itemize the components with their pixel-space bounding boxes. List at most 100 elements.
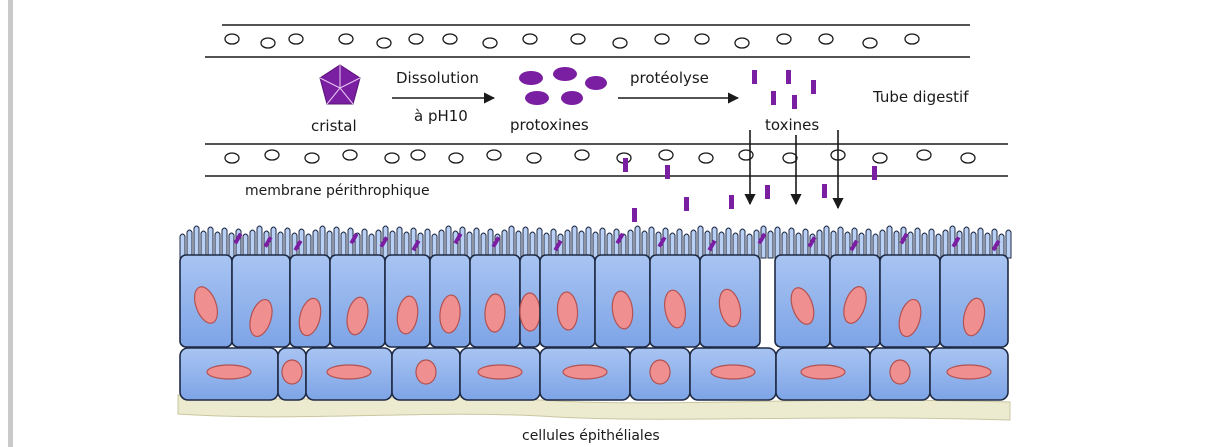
microvillus (439, 230, 444, 258)
microvillus (768, 231, 773, 258)
microvillus (509, 226, 514, 258)
label-proteolyse: protéolyse (630, 69, 709, 87)
microvillus (943, 230, 948, 258)
microvillus (194, 226, 199, 258)
label-cristal: cristal (311, 117, 357, 135)
pore-circle (739, 150, 753, 160)
microvillus (740, 229, 745, 258)
pore-circle (411, 150, 425, 160)
microvillus (1006, 230, 1011, 258)
pore-circle (483, 38, 497, 48)
microvillus (663, 228, 668, 258)
microvillus (649, 227, 654, 258)
microvillus (628, 230, 633, 258)
nucleus (520, 293, 541, 331)
microvillus (579, 231, 584, 258)
pore-circle (571, 34, 585, 44)
pore-circle (777, 34, 791, 44)
pore-circle (225, 153, 239, 163)
pore-circle (783, 153, 797, 163)
nucleus (478, 365, 522, 379)
microvillus (390, 231, 395, 258)
toxin-rod-icon (752, 70, 816, 109)
microvillus (446, 226, 451, 258)
nucleus (416, 360, 436, 384)
microvillus (887, 226, 892, 258)
microvillus (537, 228, 542, 258)
microvillus (530, 232, 535, 258)
basal-cells (180, 348, 1008, 400)
nucleus (327, 365, 371, 379)
pore-circle (961, 153, 975, 163)
microvillus (488, 229, 493, 258)
pore-circle (917, 150, 931, 160)
microvillus (929, 229, 934, 258)
microvillus (376, 230, 381, 258)
microvillus (719, 232, 724, 258)
microvillus (250, 230, 255, 258)
columnar-cells (180, 255, 1008, 347)
microvillus (894, 231, 899, 258)
pore-circle (905, 34, 919, 44)
microvillus (180, 234, 185, 258)
pore-circle (265, 150, 279, 160)
nucleus (801, 365, 845, 379)
microvillus (271, 227, 276, 258)
microvillus (474, 228, 479, 258)
microvilli-border (180, 226, 1011, 258)
pore-circle (225, 34, 239, 44)
label-cellules: cellules épithéliales (522, 428, 660, 444)
pore-circle (343, 150, 357, 160)
microvillus (908, 232, 913, 258)
microvillus (789, 228, 794, 258)
pore-circle (655, 34, 669, 44)
microvillus (551, 229, 556, 258)
pore-circle (863, 38, 877, 48)
microvillus (320, 226, 325, 258)
microvillus (964, 227, 969, 258)
pore-circle (819, 34, 833, 44)
microvillus (467, 232, 472, 258)
microvillus (516, 231, 521, 258)
crystal-pentagon-icon (320, 65, 360, 104)
microvillus (754, 230, 759, 258)
microvillus (334, 227, 339, 258)
microvillus (586, 227, 591, 258)
pore-circle (289, 34, 303, 44)
microvillus (642, 231, 647, 258)
membrane-pores-bottom (225, 150, 975, 163)
nucleus (947, 365, 991, 379)
label-membrane: membrane périthrophique (245, 183, 430, 199)
microvillus (838, 227, 843, 258)
microvillus (278, 232, 283, 258)
microvillus (866, 229, 871, 258)
microvillus (572, 226, 577, 258)
membrane-pores-top (225, 34, 919, 48)
microvillus (222, 228, 227, 258)
microvillus (327, 231, 332, 258)
pore-circle (449, 153, 463, 163)
nucleus (890, 360, 910, 384)
label-tube-digestif: Tube digestif (872, 88, 969, 106)
microvillus (215, 232, 220, 258)
microvillus (593, 232, 598, 258)
nucleus (563, 365, 607, 379)
microvillus (782, 232, 787, 258)
pore-circle (377, 38, 391, 48)
pore-circle (527, 153, 541, 163)
label-protoxines: protoxines (510, 116, 589, 134)
microvillus (187, 230, 192, 258)
microvillus (880, 230, 885, 258)
microvillus (341, 232, 346, 258)
microvillus (600, 228, 605, 258)
label-toxines: toxines (765, 116, 819, 134)
microvillus (831, 231, 836, 258)
microvillus (803, 229, 808, 258)
label-ph: à pH10 (414, 107, 468, 125)
microvillus (425, 229, 430, 258)
nucleus (650, 360, 670, 384)
pore-circle (339, 34, 353, 44)
microvillus (502, 230, 507, 258)
microvillus (971, 232, 976, 258)
microvillus (313, 230, 318, 258)
